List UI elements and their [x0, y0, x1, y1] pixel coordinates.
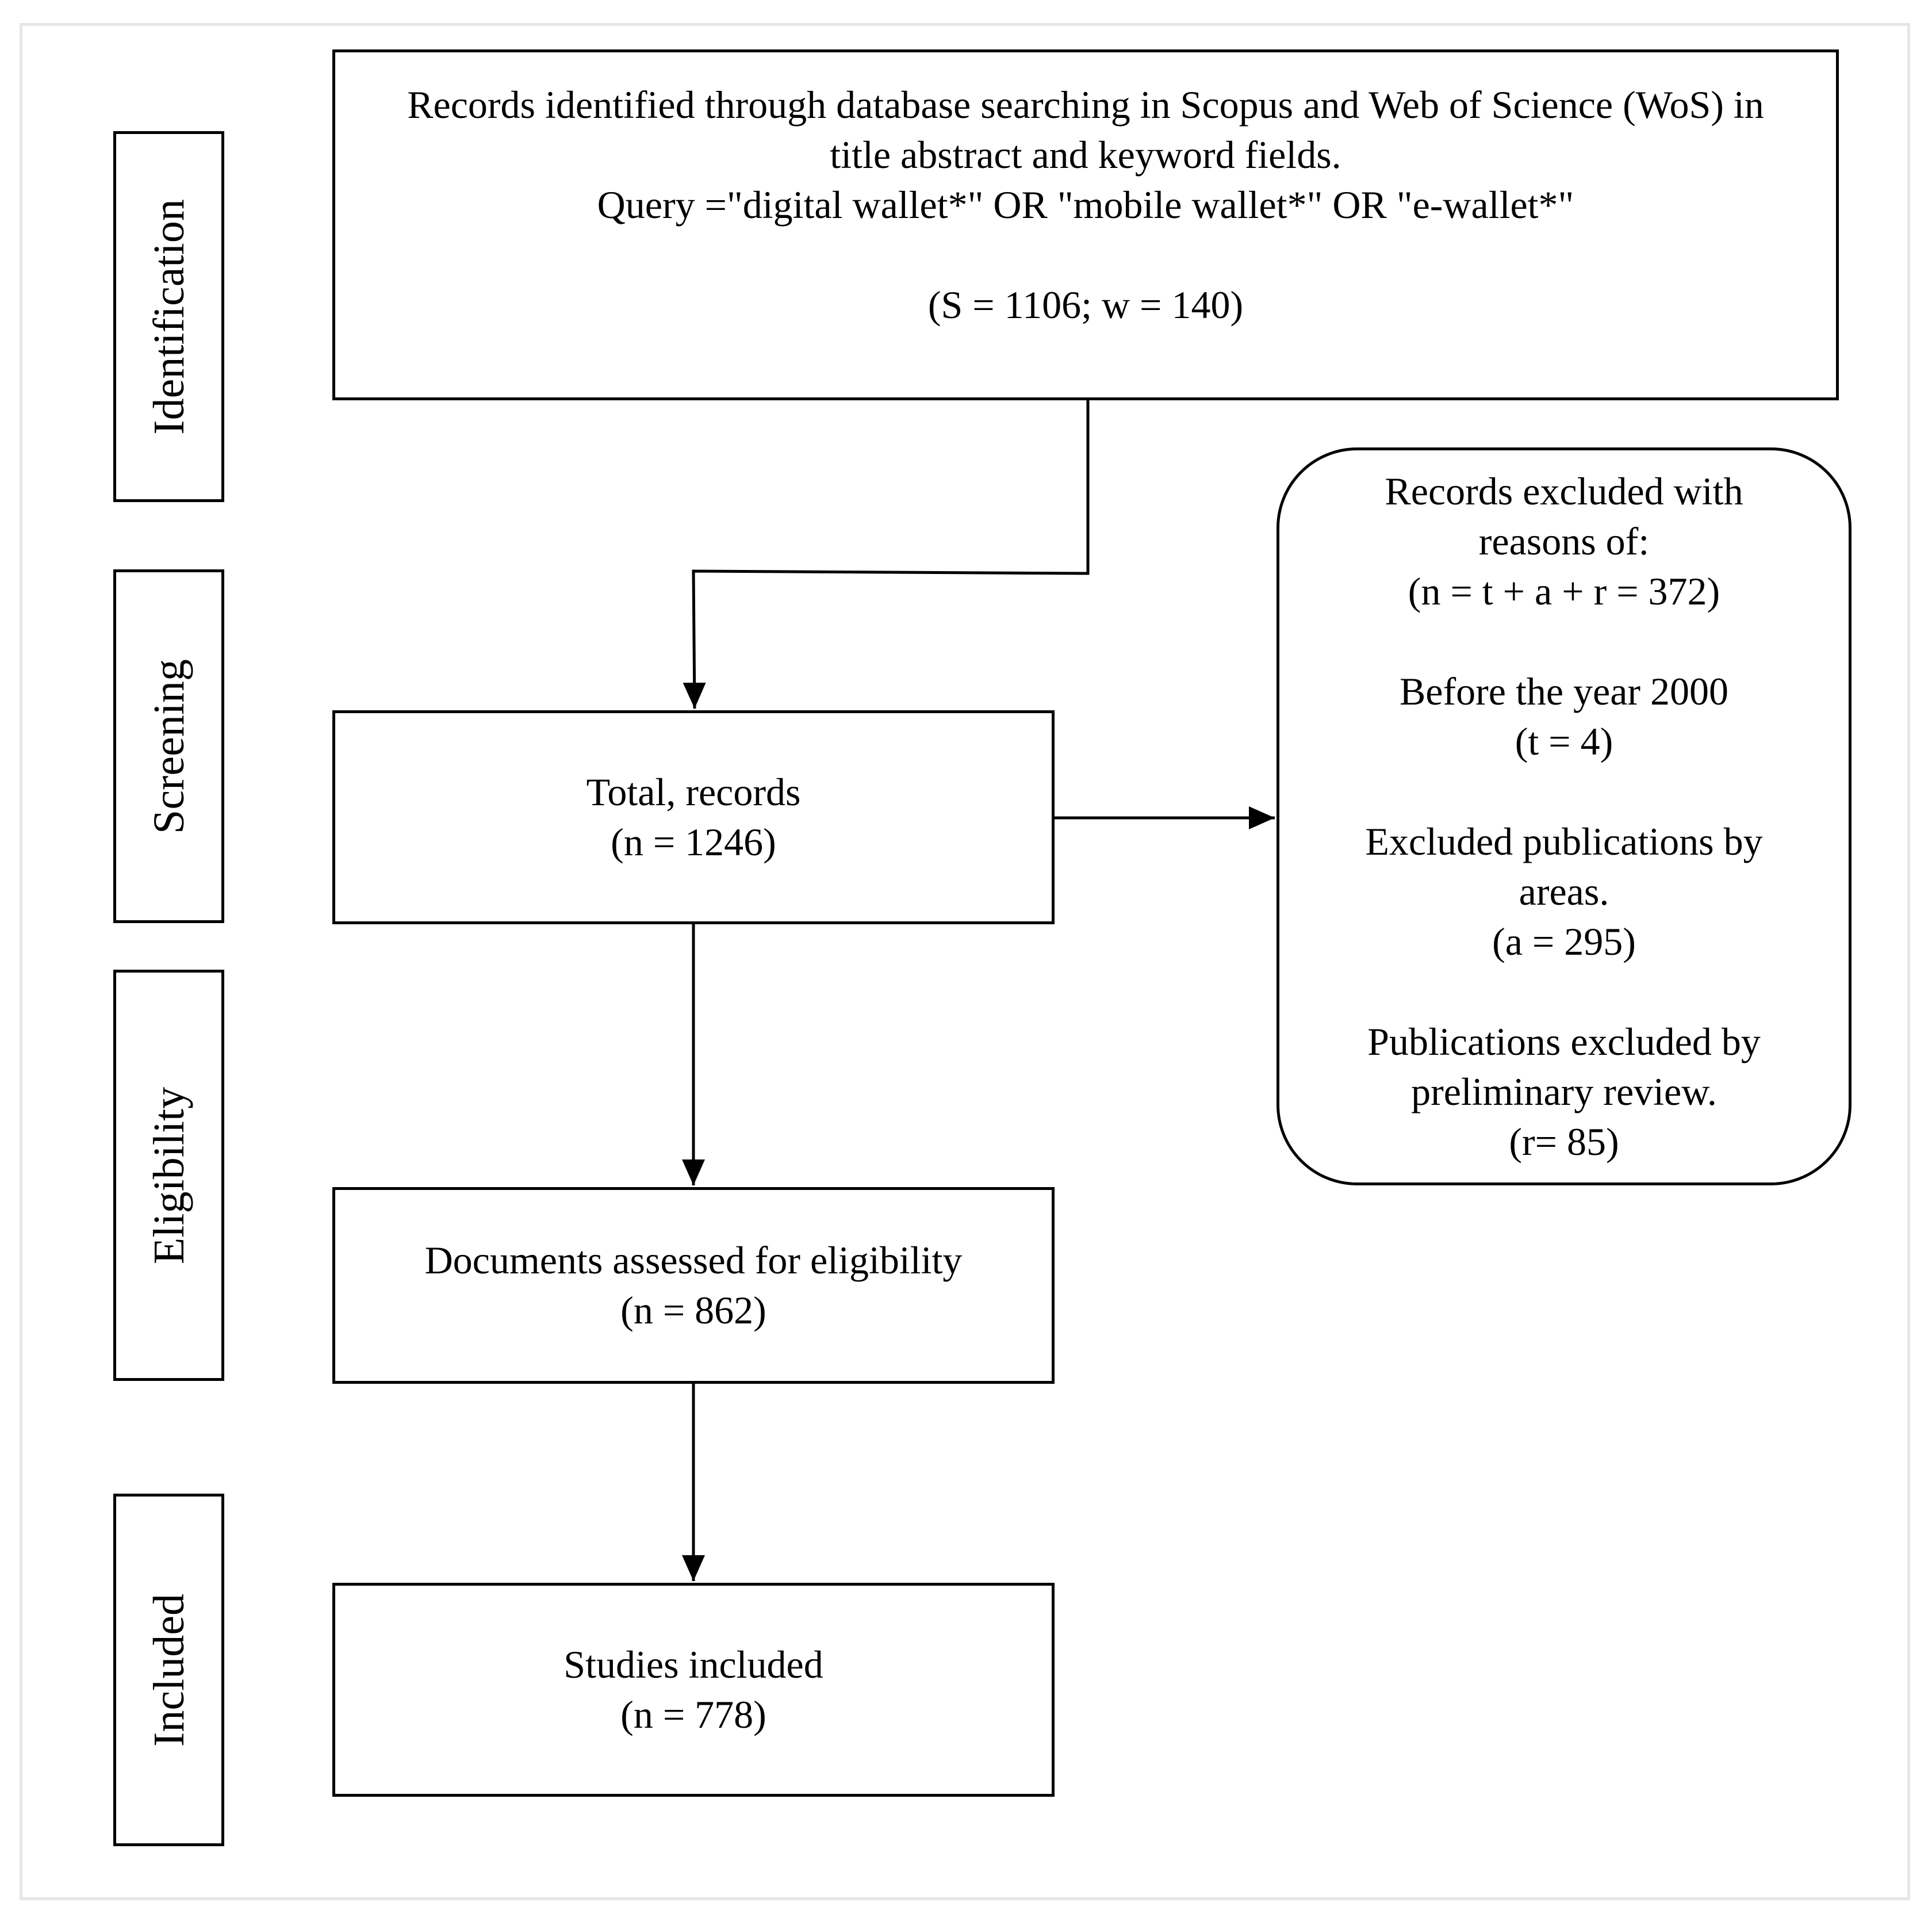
- identification-line-1: Records identified through database sear…: [407, 83, 1764, 127]
- arrow-identification-to-total: [683, 400, 1090, 709]
- excluded-reason-review-line-1: Publications excluded by: [1367, 1019, 1761, 1063]
- included-box: Studies included (n = 778): [332, 1583, 1055, 1797]
- stage-included: Included: [113, 1494, 224, 1846]
- eligibility-title: Documents assessed for eligibility: [424, 1238, 963, 1282]
- total-records-title: Total, records: [586, 770, 801, 814]
- eligibility-box: Documents assessed for eligibility (n = …: [332, 1187, 1055, 1384]
- excluded-formula: (n = t + a + r = 372): [1408, 569, 1720, 613]
- total-records-count: (n = 1246): [611, 820, 776, 864]
- stage-screening: Screening: [113, 569, 224, 923]
- identification-query: Query ="digital wallet*" OR "mobile wall…: [597, 183, 1574, 227]
- included-count: (n = 778): [620, 1693, 766, 1736]
- excluded-records-box: Records excluded with reasons of: (n = t…: [1276, 447, 1851, 1185]
- total-records-box: Total, records (n = 1246): [332, 710, 1055, 924]
- excluded-reason-area-count: (a = 295): [1492, 919, 1636, 963]
- figure-frame: [20, 23, 1910, 1900]
- excluded-reason-area-line-1: Excluded publications by: [1365, 819, 1763, 863]
- stage-eligibility: Eligibility: [113, 970, 224, 1381]
- stage-identification: Identification: [113, 131, 224, 502]
- excluded-reason-area-line-2: areas.: [1519, 869, 1609, 913]
- identification-counts: (S = 1106; w = 140): [927, 283, 1244, 327]
- eligibility-count: (n = 862): [620, 1288, 766, 1332]
- excluded-reason-review-count: (r= 85): [1509, 1119, 1619, 1164]
- identification-line-2: title abstract and keyword fields.: [830, 133, 1341, 177]
- excluded-reason-year-label: Before the year 2000: [1399, 669, 1729, 713]
- identification-box: Records identified through database sear…: [332, 49, 1839, 400]
- excluded-heading-line-2: reasons of:: [1478, 519, 1650, 563]
- included-title: Studies included: [564, 1643, 823, 1686]
- excluded-reason-year-count: (t = 4): [1515, 719, 1613, 763]
- excluded-reason-review-line-2: preliminary review.: [1411, 1069, 1717, 1113]
- excluded-heading-line-1: Records excluded with: [1385, 469, 1743, 513]
